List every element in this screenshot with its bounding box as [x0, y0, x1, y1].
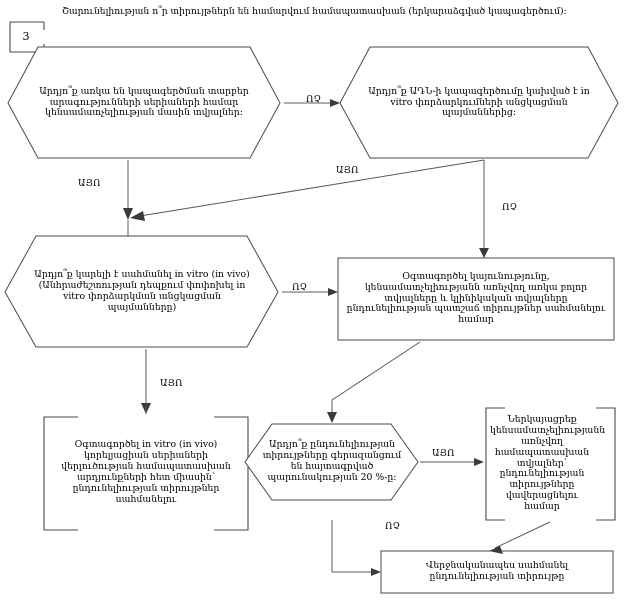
- edge-label-yes-4: ԱՅՈ: [432, 448, 455, 459]
- decision-ivivc-possible-label: Արդյո՞ք կարելի է սահմանել in vitro (in v…: [34, 269, 250, 313]
- edge-label-yes-2: ԱՅՈ: [336, 165, 359, 176]
- edge-label-no-1: ՈՉ: [306, 94, 322, 105]
- edge-label-yes-3: ԱՅՈ: [160, 378, 183, 389]
- process-use-all-data[interactable]: Օգտագործել կայունությունը, կենսամատչելիո…: [340, 260, 612, 338]
- edge-label-no-2: ՈՉ: [502, 202, 518, 213]
- edge-label-yes-1: ԱՅՈ: [78, 178, 101, 189]
- process-provide-bioavailability-label: Ներկայացրեք կենսամատչելիությանն առնչվող …: [490, 413, 606, 513]
- page-number: 3: [22, 29, 30, 43]
- process-final-range-label: Վերջնականապես սահմանել ընդունելիության տ…: [425, 560, 569, 582]
- decision-bioavailability-data-label: Արդյո՞ք առկա են կապագերծման տարբեր արագո…: [39, 85, 249, 119]
- edge-label-no-3: ՈՉ: [292, 282, 308, 293]
- decision-invitro-conditions[interactable]: Արդյո՞ք ԱԴՆ-ի կապագերծումը կախված է in v…: [364, 64, 594, 142]
- process-final-range[interactable]: Վերջնականապես սահմանել ընդունելիության տ…: [383, 553, 611, 591]
- edge-label-no-4: ՈՉ: [385, 521, 401, 532]
- page-number-box: 3: [8, 20, 44, 52]
- page-title: Շարունելիության ո՞ր տիրույթներն են համար…: [62, 6, 567, 17]
- process-use-all-data-label: Օգտագործել կայունությունը, կենսամատչելիո…: [346, 270, 606, 326]
- decision-ivivc-possible[interactable]: Արդյո՞ք կարելի է սահմանել in vitro (in v…: [28, 248, 256, 336]
- decision-exceeds-20-percent-label: Արդյո՞ք ընդունելիության տիրույթները գերա…: [262, 439, 402, 483]
- process-provide-bioavailability[interactable]: Ներկայացրեք կենսամատչելիությանն առնչվող …: [490, 412, 605, 516]
- decision-bioavailability-data[interactable]: Արդյո՞ք առկա են կապագերծման տարբեր արագո…: [30, 58, 258, 148]
- process-use-ivivc-label: Օգտագործել in vitro (in vivo) կորելյացիա…: [61, 439, 231, 505]
- decision-exceeds-20-percent[interactable]: Արդյո՞ք ընդունելիության տիրույթները գերա…: [258, 428, 406, 496]
- process-use-ivivc[interactable]: Օգտագործել in vitro (in vivo) կորելյացիա…: [52, 420, 240, 526]
- decision-invitro-conditions-label: Արդյո՞ք ԱԴՆ-ի կապագերծումը կախված է in v…: [368, 85, 590, 119]
